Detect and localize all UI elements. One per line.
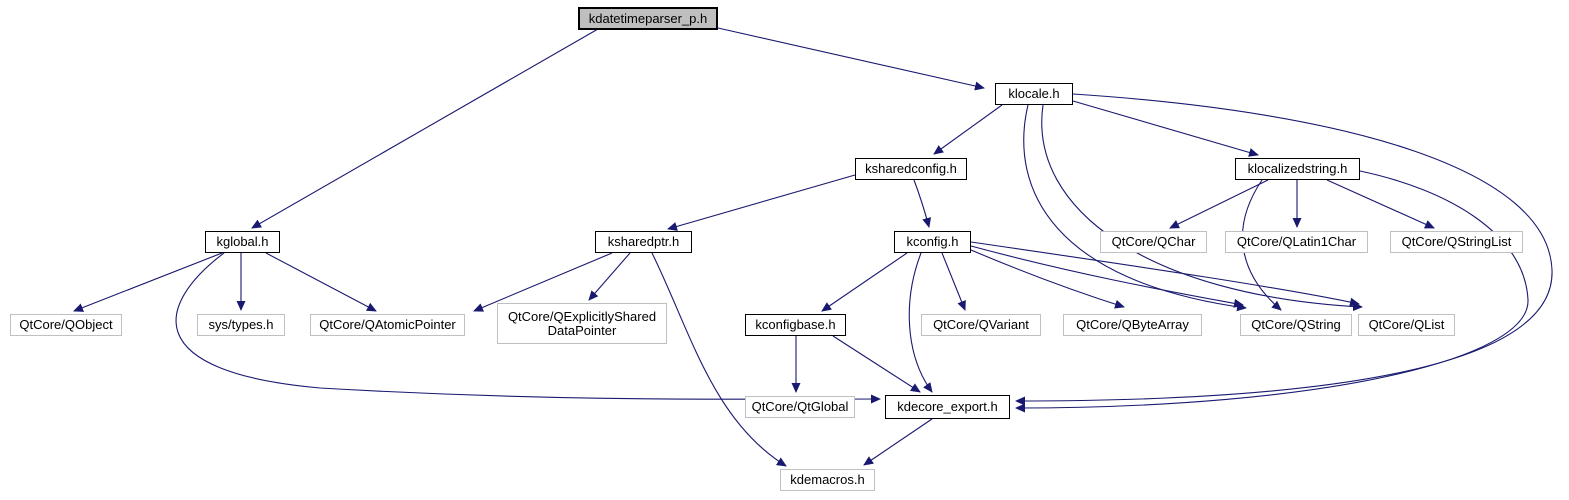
edge-ksharedptr-to-qatomicpointer [473, 252, 613, 312]
edge-klocale-to-klocalizedstring [1072, 100, 1259, 157]
node-kdecore-export-h[interactable]: kdecore_export.h [885, 395, 1010, 419]
node-label: QtCore/QChar [1111, 234, 1196, 249]
node-qtcore-qtglobal: QtCore/QtGlobal [745, 396, 855, 418]
edge-klocale-to-qstring [1023, 104, 1247, 312]
edge-kconfig-to-kdecore-export [908, 252, 933, 393]
node-label: QtCore/QString [1251, 317, 1341, 332]
node-kdatetimeparser-p-h: kdatetimeparser_p.h [578, 7, 718, 30]
node-label: QtCore/QVariant [933, 317, 1029, 332]
edge-klocale-to-ksharedconfig [933, 104, 1003, 155]
node-qtcore-qlist: QtCore/QList [1358, 314, 1455, 336]
node-ksharedconfig-h[interactable]: ksharedconfig.h [855, 158, 967, 180]
node-label: kdemacros.h [790, 472, 865, 487]
edge-ksharedptr-to-kdemacros [651, 252, 787, 467]
edge-klocale-to-kdecore-export [1015, 93, 1553, 406]
node-label: kconfig.h [906, 234, 959, 249]
edge-main-to-kglobal [251, 28, 599, 229]
node-klocale-h[interactable]: klocale.h [995, 83, 1073, 105]
edge-klocalizedstring-to-qstringlist [1326, 179, 1435, 229]
node-qtcore-qstringlist: QtCore/QStringList [1390, 231, 1523, 253]
edge-ksharedconfig-to-ksharedptr [667, 174, 856, 231]
node-label: ksharedptr.h [607, 234, 680, 249]
edge-ksharedptr-to-qexplicitlyshared [588, 252, 631, 301]
edge-kdecore-export-to-kdemacros [863, 418, 933, 466]
node-qtcore-qvariant: QtCore/QVariant [921, 314, 1041, 336]
edge-kconfig-to-qstring [970, 245, 1244, 308]
node-label: QtCore/QList [1368, 317, 1445, 332]
node-qtcore-qstring: QtCore/QString [1240, 314, 1352, 336]
node-qtcore-qbytearray: QtCore/QByteArray [1063, 314, 1202, 336]
node-label: QtCore/QExplicitlyShared DataPointer [507, 308, 657, 338]
node-label: QtCore/QtGlobal [751, 399, 849, 414]
node-label: kconfigbase.h [755, 317, 836, 332]
node-label: kdatetimeparser_p.h [588, 10, 708, 26]
node-klocalizedstring-h[interactable]: klocalizedstring.h [1235, 158, 1360, 180]
edge-kconfigbase-to-kdecore-export [832, 335, 921, 393]
node-kconfig-h[interactable]: kconfig.h [894, 231, 971, 253]
node-kconfigbase-h[interactable]: kconfigbase.h [745, 314, 846, 336]
edge-kconfig-to-qvariant [941, 252, 966, 311]
edge-kconfig-to-qlist [970, 241, 1360, 307]
node-label: QtCore/QByteArray [1076, 317, 1189, 332]
node-label: ksharedconfig.h [865, 161, 957, 176]
edge-main-to-klocale [717, 27, 985, 91]
edge-kconfig-to-kconfigbase [821, 252, 908, 312]
edge-klocalizedstring-to-qchar [1169, 179, 1269, 229]
node-label: kglobal.h [216, 234, 269, 249]
node-qtcore-qobject: QtCore/QObject [10, 314, 122, 336]
node-label: klocalizedstring.h [1247, 161, 1348, 176]
edge-klocalizedstring-to-qstring [1241, 179, 1282, 311]
edge-kglobal-to-qatomicpointer [265, 252, 377, 312]
node-label: QtCore/QObject [19, 317, 113, 332]
node-label: QtCore/QStringList [1401, 234, 1512, 249]
node-label: sys/types.h [208, 317, 274, 332]
node-label: kdecore_export.h [897, 399, 998, 414]
node-kglobal-h[interactable]: kglobal.h [205, 231, 280, 253]
node-qtcore-qchar: QtCore/QChar [1100, 231, 1207, 253]
node-sys-types-h: sys/types.h [197, 314, 285, 336]
edge-klocalizedstring-to-kdecore-export [1015, 170, 1529, 413]
node-qtcore-qlatin1char: QtCore/QLatin1Char [1225, 231, 1368, 253]
node-label: klocale.h [1008, 86, 1060, 101]
node-kdemacros-h: kdemacros.h [780, 469, 875, 491]
edge-ksharedconfig-to-kconfig [913, 179, 932, 228]
node-label: QtCore/QLatin1Char [1236, 234, 1357, 249]
node-qtcore-qatomicpointer: QtCore/QAtomicPointer [310, 314, 465, 336]
node-ksharedptr-h[interactable]: ksharedptr.h [595, 231, 692, 253]
node-qtcore-qexplicitlyshareddatapointer: QtCore/QExplicitlyShared DataPointer [497, 303, 667, 344]
edge-kglobal-to-qobject [73, 252, 223, 312]
node-label: QtCore/QAtomicPointer [319, 317, 456, 332]
edge-kconfig-to-qbytearray [970, 249, 1125, 309]
